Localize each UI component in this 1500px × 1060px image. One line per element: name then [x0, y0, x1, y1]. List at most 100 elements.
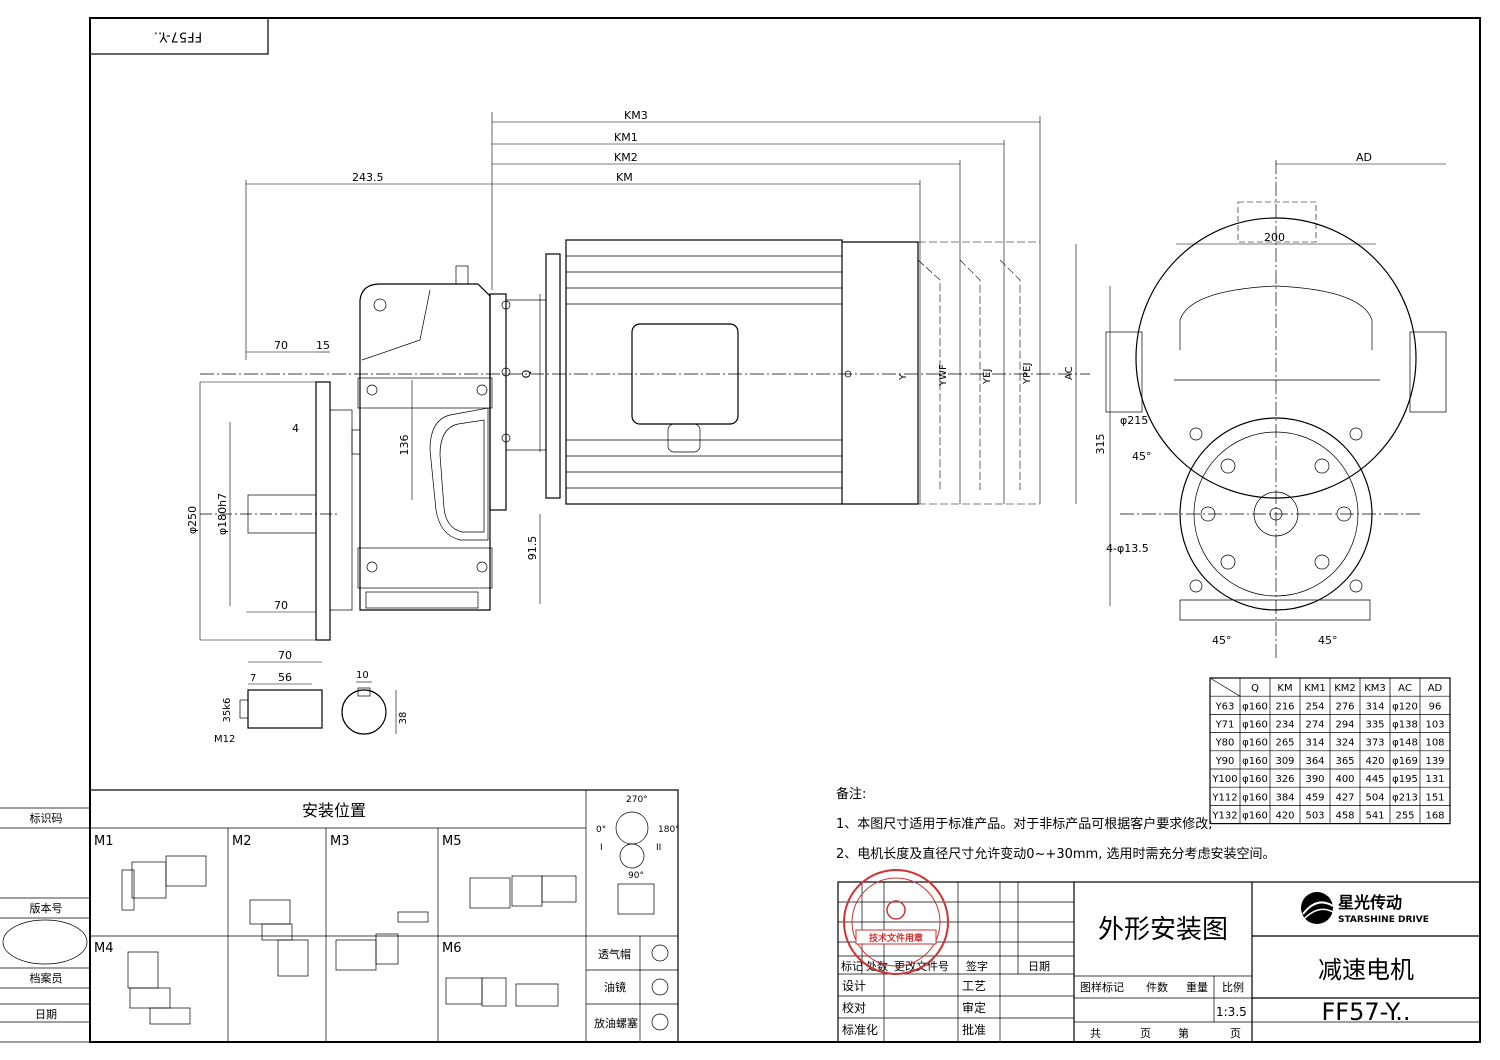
table-header-cell: AC [1398, 683, 1412, 694]
tb-weight: 重量 [1186, 980, 1208, 994]
table-header-cell: KM2 [1334, 683, 1356, 694]
table-cell: φ169 [1392, 756, 1418, 767]
table-header-cell: KM [1277, 683, 1292, 694]
tb-pages-1: 页 [1140, 1027, 1151, 1040]
dim-km2: KM2 [614, 151, 638, 164]
dim-ad: AD [1356, 151, 1372, 164]
table-header-cell: KM1 [1304, 683, 1326, 694]
left-dimensions: 70 15 4 φ250 φ180h7 70 136 Q 91.5 [186, 294, 541, 641]
table-cell: Y80 [1215, 738, 1235, 749]
drawing-frame [89, 17, 1481, 1043]
tb-check: 校对 [842, 1000, 866, 1015]
table-cell: 384 [1275, 792, 1294, 803]
table-cell: 309 [1275, 756, 1294, 767]
dim-km: KM [616, 171, 633, 184]
side-label-version: 版本号 [30, 901, 63, 915]
product-model: FF57-Y.. [1321, 998, 1410, 1026]
table-cell: 139 [1425, 756, 1444, 767]
table-cell: 108 [1425, 738, 1444, 749]
table-cell: Y90 [1215, 756, 1235, 767]
table-cell: 96 [1429, 701, 1442, 712]
dim-shaft-56: 56 [278, 671, 292, 684]
table-header-cell: KM3 [1364, 683, 1386, 694]
table-cell: 324 [1335, 738, 1354, 749]
table-cell: 420 [1275, 811, 1294, 822]
breather-icon [651, 944, 669, 962]
motor-dimensions: Y YWF YEJ YPEJ AC [898, 244, 1077, 504]
table-cell: 294 [1335, 720, 1354, 731]
tb-header-change: 更改文件号 [894, 959, 949, 973]
title-block: 标记 处数 更改文件号 签字 日期 设计 工艺 校对 审定 标准化 批准 外形安… [837, 869, 1481, 1043]
mounting-title: 安装位置 [302, 801, 366, 820]
orientation-ii: II [656, 843, 661, 853]
notes-heading: 备注: [836, 786, 866, 802]
table-cell: 390 [1305, 774, 1324, 785]
dim-phi250: φ250 [186, 506, 199, 534]
table-cell: 254 [1305, 701, 1324, 712]
tb-approve: 批准 [962, 1022, 986, 1037]
dim-70-bottom: 70 [274, 599, 288, 612]
accessory-breather: 透气帽 [598, 947, 631, 961]
notes: 备注: 1、本图尺寸适用于标准产品。对于非标产品可根据客户要求修改; 2、电机长… [836, 786, 1275, 862]
mount-m5: M5 [442, 834, 462, 849]
mount-m3: M3 [330, 834, 350, 849]
dim-70-top: 70 [274, 339, 288, 352]
table-cell: 427 [1335, 792, 1354, 803]
table-cell: 274 [1305, 720, 1324, 731]
table-cell: φ160 [1242, 792, 1268, 803]
dim-91-5: 91.5 [526, 536, 539, 561]
angle-180: 180° [658, 825, 680, 835]
table-cell: φ120 [1392, 701, 1418, 712]
side-strip: 标识码 版本号 档案员 日期 [0, 807, 90, 1023]
dim-key-10: 10 [356, 670, 369, 681]
table-cell: Y112 [1211, 792, 1237, 803]
tb-scale-label: 比例 [1222, 980, 1244, 994]
table-cell: 265 [1275, 738, 1294, 749]
table-cell: 255 [1395, 811, 1414, 822]
table-cell: Y100 [1211, 774, 1237, 785]
drain-plug-icon [651, 1013, 669, 1031]
side-label-date: 日期 [35, 1008, 57, 1021]
table-cell: 168 [1425, 811, 1444, 822]
table-cell: 373 [1365, 738, 1384, 749]
note-1: 1、本图尺寸适用于标准产品。对于非标产品可根据客户要求修改; [836, 816, 1213, 832]
tb-design: 设计 [842, 979, 866, 993]
dim-yej: YEJ [982, 369, 993, 385]
table-cell: 326 [1275, 774, 1294, 785]
table-cell: 151 [1425, 792, 1444, 803]
table-cell: φ160 [1242, 720, 1268, 731]
gearmotor-side-view [200, 239, 1090, 641]
table-cell: φ195 [1392, 774, 1418, 785]
table-cell: 400 [1335, 774, 1354, 785]
product-name: 减速电机 [1318, 956, 1414, 984]
dim-35k6: 35k6 [222, 698, 233, 723]
table-header-cell: AD [1428, 683, 1443, 694]
dim-315: 315 [1094, 434, 1107, 455]
side-label-code: 标识码 [30, 811, 63, 825]
top-dimensions: KM3 KM1 KM2 KM 243.5 [245, 109, 1041, 360]
dim-y: Y [898, 373, 909, 381]
mounting-positions: 安装位置 M1 M2 M3 M4 M5 M6 270° 0° 180° 90° … [89, 789, 680, 1043]
table-cell: φ160 [1242, 756, 1268, 767]
table-cell: 131 [1425, 774, 1444, 785]
tb-pages-2: 页 [1230, 1027, 1241, 1040]
mount-m2: M2 [232, 834, 252, 849]
dim-shaft-70: 70 [278, 649, 292, 662]
tb-header-mark: 标记 [841, 959, 863, 973]
tb-qty: 件数 [1146, 981, 1168, 994]
shaft-detail: 70 7 56 35k6 M12 10 38 [214, 649, 409, 745]
side-label-archivist: 档案员 [30, 971, 63, 985]
table-cell: φ160 [1242, 774, 1268, 785]
mount-m4: M4 [94, 941, 114, 956]
stamp-text: 技术文件用章 [869, 932, 923, 944]
brand-name: 星光传动 [1338, 893, 1402, 912]
tb-header-count: 处数 [866, 960, 888, 973]
accessory-drain-plug: 放油螺塞 [594, 1016, 638, 1030]
table-cell: 335 [1365, 720, 1384, 731]
table-cell: 276 [1335, 701, 1354, 712]
dim-ypej: YPEJ [1022, 363, 1033, 385]
table-cell: φ148 [1392, 738, 1418, 749]
table-cell: φ138 [1392, 720, 1418, 731]
